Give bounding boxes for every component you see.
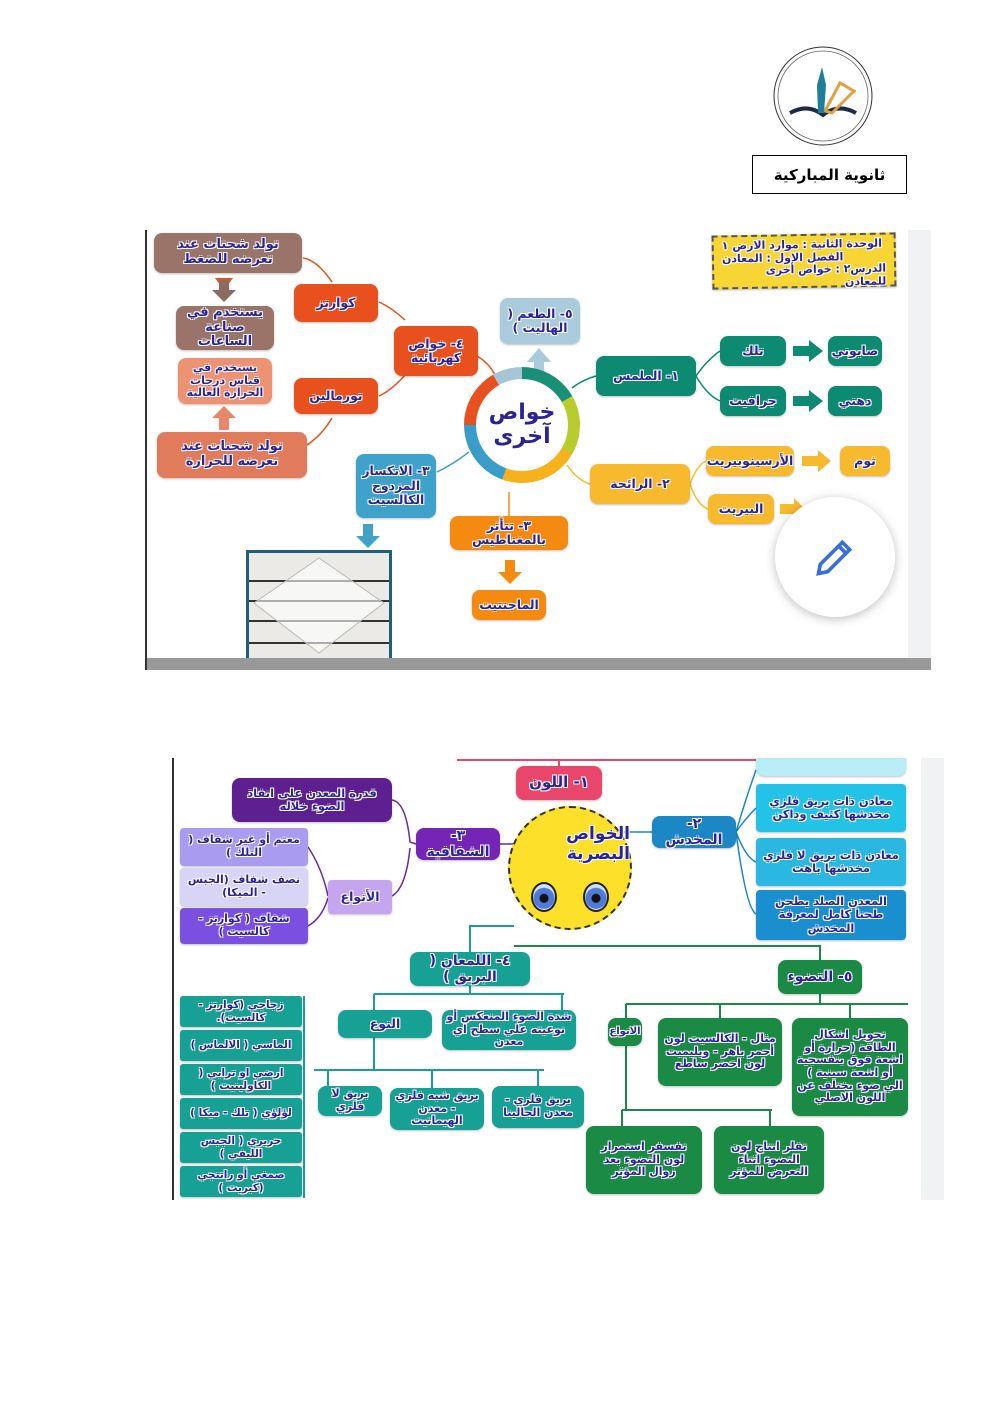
- nonmetal-kind: صمغي أو راتنجي (كبريت ): [180, 1166, 302, 1197]
- lesson-note: الوحدة الثانية : موارد الارض ١ الفصل الا…: [711, 232, 897, 290]
- horizontal-scrollbar[interactable]: [147, 658, 931, 670]
- graphite-box: جرافيت: [720, 386, 786, 416]
- fluorescence-example: مثال - الكالسيت لون أحمر باهر - ويليميت …: [658, 1018, 782, 1086]
- quartz-box: كوارتز: [294, 284, 378, 322]
- streak-box: ٢- المخدش: [652, 816, 736, 848]
- taste-box: ٥- الطعم ( الهاليت ): [500, 298, 580, 344]
- luster-type-box: النوع: [338, 1010, 432, 1038]
- note-lesson: الدرس٢ : خواص أخرى للمعادن: [765, 261, 887, 289]
- pencil-icon: [816, 539, 853, 576]
- eye-icon: [583, 882, 609, 912]
- high-temp-box: يستخدم في قياس درجات الحرارة العالية: [178, 358, 272, 404]
- fluorescence-box: ٥- التضوء: [778, 960, 862, 994]
- luster-definition: شدة الضوء المنعكس أو نوعيته علي سطح اي م…: [442, 1010, 576, 1050]
- streak-item: المعدن الصلد يطحن طحنا كامل لمعرفة المخد…: [756, 890, 906, 940]
- transparent-box: شفاف ( كوارتز - كالسيت ): [180, 908, 308, 944]
- phosphorescence-box: تفسفر استمرار لون التضوء بعد زوال المؤثر: [586, 1126, 702, 1194]
- nonmetal-kind: الماسي ( الالماس ): [180, 1030, 302, 1061]
- nonmetal-kind: لؤلؤي ( تلك - ميكا ): [180, 1098, 302, 1129]
- side-panel: [908, 230, 931, 670]
- soapy-box: صابوني: [828, 336, 882, 366]
- center-title: الخواص البصرية: [566, 824, 630, 864]
- streak-item: معادن ذات بريق لا فلزي مخدشها باهت: [756, 838, 906, 886]
- school-name: ثانوية المباركية: [752, 155, 907, 194]
- calcite-image: [246, 550, 392, 666]
- center-ring: خواص آخرى: [464, 367, 580, 483]
- center-circle: الخواص البصرية: [508, 806, 632, 930]
- metallic-luster-box: بريق فلزي - معدن الجالينا: [492, 1086, 584, 1128]
- luster-box: ٤- اللمعان ( البريق ): [410, 952, 530, 986]
- submetallic-luster-box: بريق شبه فلزي - معدن الهيماتيت: [390, 1088, 484, 1130]
- fluorescence-definition: تحويل اشكال الطاقة (حرارة أو اشعة فوق بن…: [792, 1018, 908, 1116]
- heat-charge-box: تولد شحنات عند تعرضه للحرارة: [157, 432, 307, 478]
- tourmaline-box: تورمالين: [294, 378, 378, 414]
- garlic-box: ثوم: [840, 446, 890, 476]
- electric-properties-box: ٤- خواص كهربائية: [394, 326, 478, 376]
- transparency-definition: قدرة المعدن على انفاذ الضوء خلاله: [232, 778, 392, 822]
- greasy-box: دهني: [828, 386, 882, 416]
- center-title: خواص آخرى: [475, 378, 569, 472]
- fluorescence-type-box: تفلر انتاج لون التضوء اثناء التعرض للمؤث…: [714, 1126, 824, 1194]
- magnetite-box: الماجنتيت: [472, 590, 546, 620]
- optical-properties-mindmap: ١- اللون الخواص البصرية قدرة المعدن على …: [172, 758, 944, 1200]
- smell-box: ٢- الرائحة: [590, 464, 690, 504]
- transparency-types-box: الأنواع: [328, 880, 392, 914]
- refraction-box: ٣- الانكسار المزدوج الكالسيت: [356, 454, 436, 518]
- side-panel: [921, 758, 944, 1200]
- opaque-box: معتم أو غير شفاف ( التلك ): [180, 828, 308, 866]
- school-logo: [770, 45, 876, 147]
- edit-button[interactable]: [775, 497, 895, 617]
- nonmetal-kind: حريري ( الجبس الليفي ): [180, 1132, 302, 1163]
- streak-partial-box: [756, 758, 906, 776]
- nonmetallic-luster-box: بريق لا فلزي: [318, 1086, 382, 1116]
- nonmetal-kind: ارضي او ترابي ( الكاولينيت ): [180, 1064, 302, 1095]
- talc-box: تلك: [720, 336, 786, 366]
- pyrite-box: البيريت: [708, 494, 774, 524]
- translucent-box: نصف شفاف (الجبس - الميكا): [180, 868, 308, 906]
- streak-item: معادن ذات بريق فلزي مخدشها كثيف وداكن: [756, 784, 906, 832]
- nonmetal-kind: زجاجي (كوارتز - كالسيت).: [180, 996, 302, 1027]
- fluorescence-types-box: الانواع: [608, 1018, 642, 1046]
- pressure-charge-box: تولد شحنات عند تعرضه للضغط: [154, 233, 302, 273]
- magnetism-box: ٣- تتأثر بالمغناطيس: [450, 516, 568, 550]
- eyes-illustration: [531, 882, 609, 912]
- transparency-box: ٣- الشفافية: [416, 828, 500, 860]
- color-box: ١- اللون: [516, 766, 602, 800]
- watches-box: يستخدم في صناعة الساعات: [176, 305, 274, 350]
- touch-box: ١- الملمس: [596, 356, 696, 396]
- arsenopyrite-box: الأرسينوبيريت: [706, 446, 794, 476]
- eye-icon: [531, 882, 557, 912]
